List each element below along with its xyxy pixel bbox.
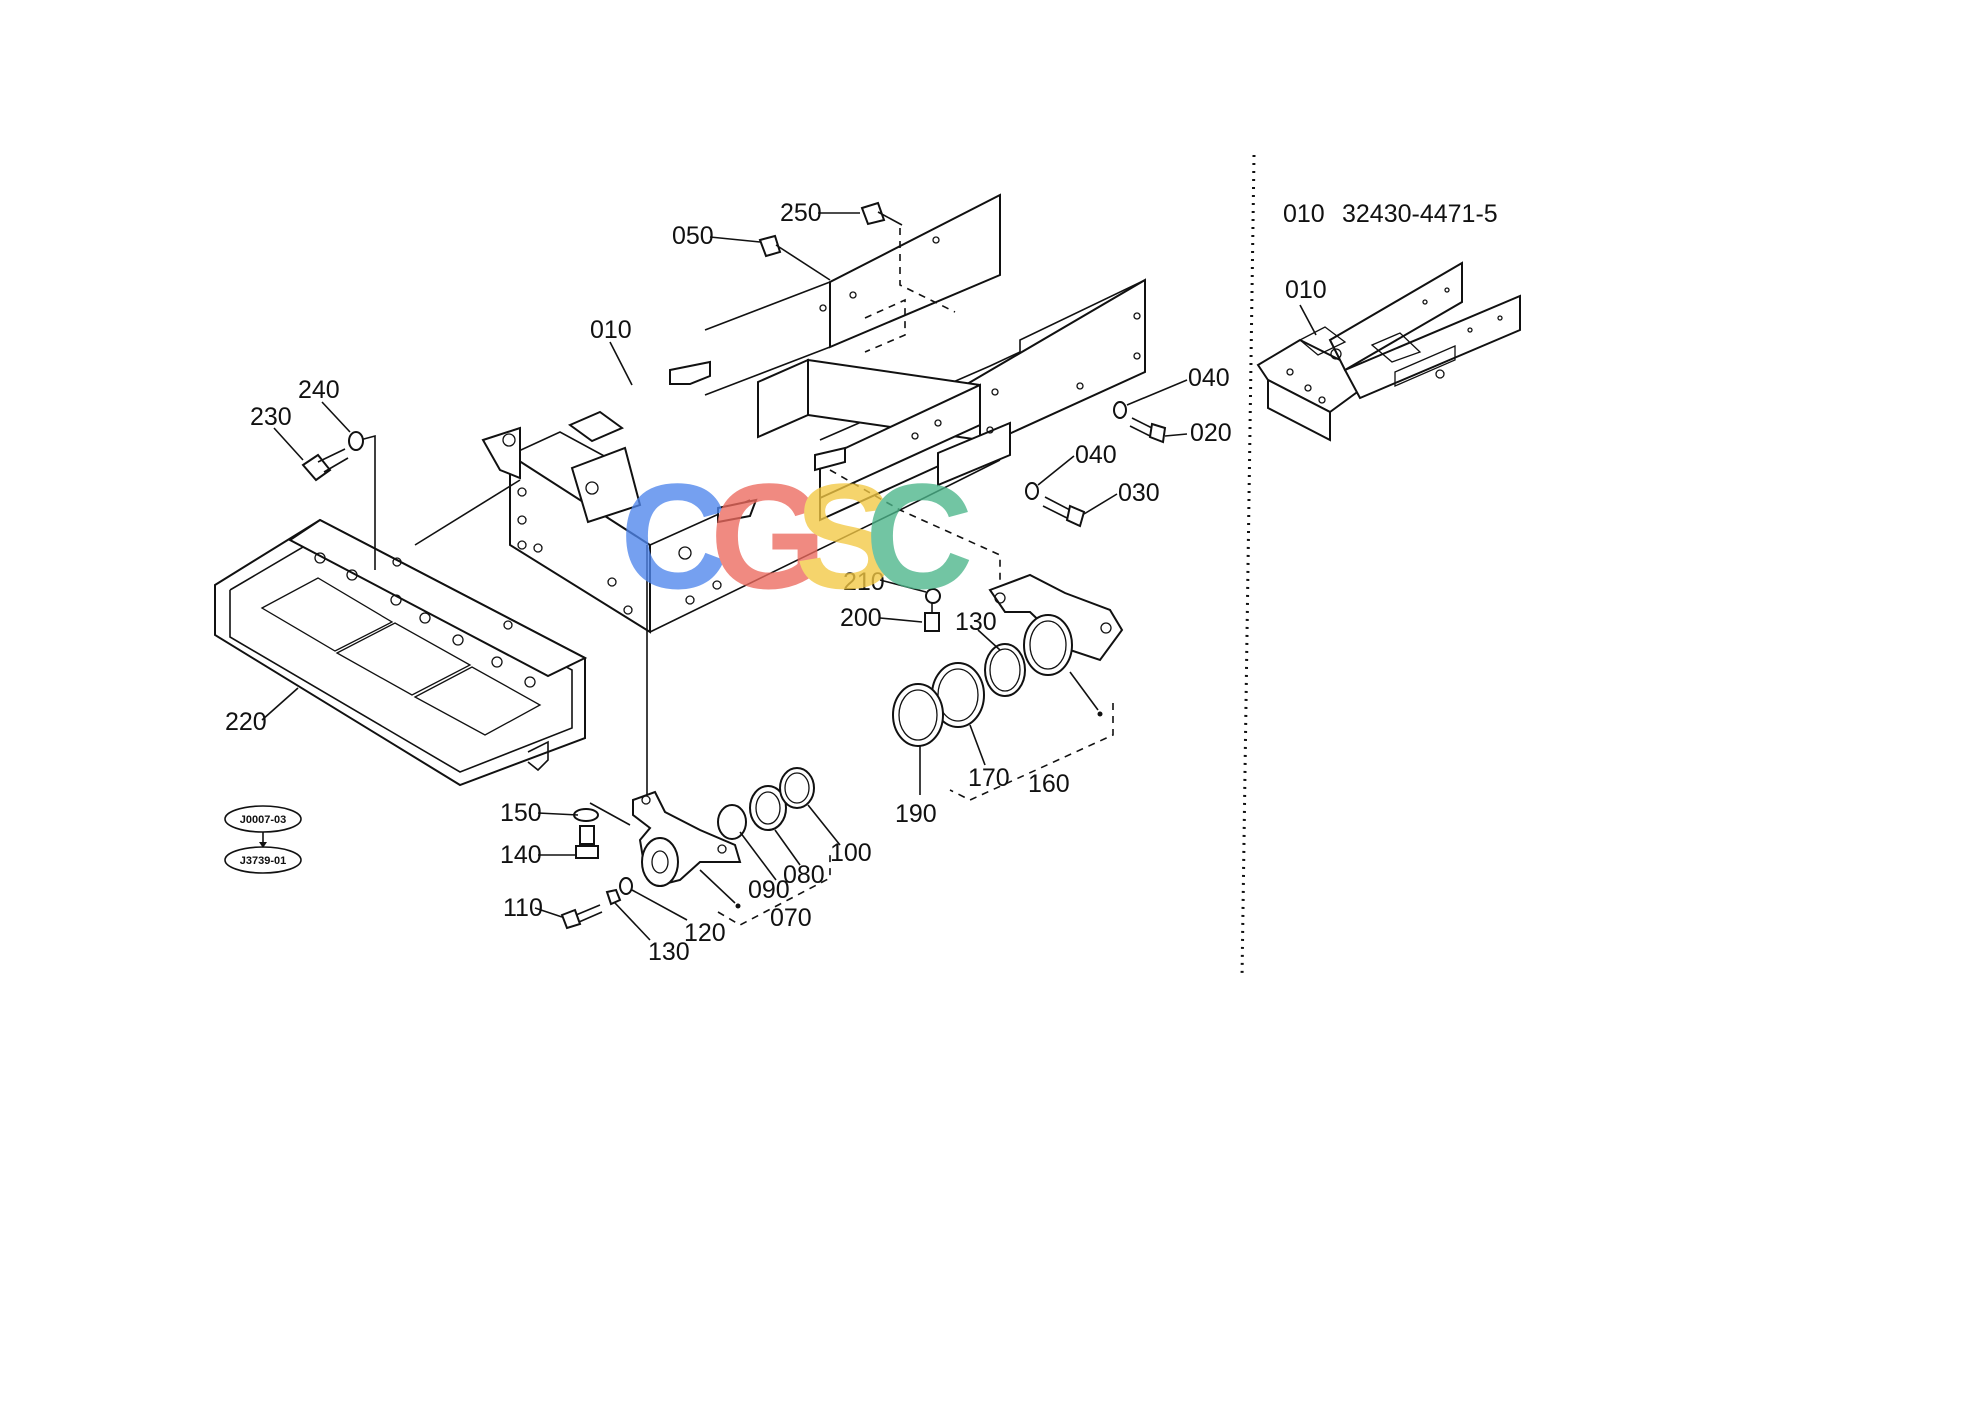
bolt-030 [1025, 482, 1086, 528]
callout-250: 250 [780, 199, 822, 227]
inset-panel: 010 32430-4471-5 010 [1256, 200, 1521, 442]
callout-170: 170 [968, 764, 1010, 792]
bolt-250 [860, 201, 903, 226]
reference-tags: J0007-03 J3739-01 [224, 805, 302, 874]
watermark-letter-2: G [710, 452, 827, 620]
inset-callout-010: 010 [1285, 276, 1327, 304]
callout-090: 090 [748, 876, 790, 904]
inset-part-code: 32430-4471-5 [1342, 200, 1498, 228]
bolt-200 [924, 588, 941, 632]
callout-080: 080 [783, 861, 825, 889]
ref-oval-2 [224, 846, 302, 874]
callout-100: 100 [830, 839, 872, 867]
callout-050: 050 [672, 222, 714, 250]
callout-130-lower: 130 [648, 938, 690, 966]
callout-150: 150 [500, 799, 542, 827]
callout-010: 010 [590, 316, 632, 344]
ref-j0007: J0007-03 [240, 814, 287, 826]
bolt-020 [1113, 401, 1167, 444]
watermark-letter-1: C [620, 452, 728, 620]
callout-labels: 250 050 010 240 230 040 020 040 030 210 … [225, 199, 1232, 966]
callout-070: 070 [770, 904, 812, 932]
callout-110: 110 [503, 894, 543, 922]
inset-part-number: 010 [1283, 200, 1325, 228]
bushing-set-080-100 [717, 767, 815, 840]
bolt-050 [758, 234, 831, 281]
front-axle-bracket-lower [632, 790, 831, 926]
callout-020: 020 [1190, 419, 1232, 447]
bolt-110 [560, 877, 633, 930]
callout-190: 190 [895, 800, 937, 828]
callout-210: 210 [843, 568, 885, 596]
front-axle-bracket-upper [988, 573, 1124, 717]
step-220 [214, 434, 588, 787]
section-divider [1240, 154, 1256, 979]
bushing-set-160 [892, 643, 1114, 801]
callout-030: 030 [1118, 479, 1160, 507]
callout-040-upper: 040 [1188, 364, 1230, 392]
callout-160: 160 [1028, 770, 1070, 798]
callout-130-upper: 130 [955, 608, 997, 636]
callout-120: 120 [684, 919, 726, 947]
ref-j3739: J3739-01 [240, 855, 287, 867]
bolt-140 [573, 808, 599, 859]
inset-frame-thumbnail [1256, 261, 1521, 442]
bolt-230 [301, 448, 349, 482]
callout-040-lower: 040 [1075, 441, 1117, 469]
washer-240 [348, 431, 364, 451]
frame-assembly [481, 193, 1146, 634]
callout-220: 220 [225, 708, 267, 736]
watermark-letter-4: C [865, 452, 973, 620]
leader-lines [261, 212, 1188, 941]
watermark: C G S C [620, 452, 973, 620]
callout-140: 140 [500, 841, 542, 869]
callout-240: 240 [298, 376, 340, 404]
callout-230: 230 [250, 403, 292, 431]
callout-200: 200 [840, 604, 882, 632]
watermark-letter-3: S [795, 452, 895, 620]
